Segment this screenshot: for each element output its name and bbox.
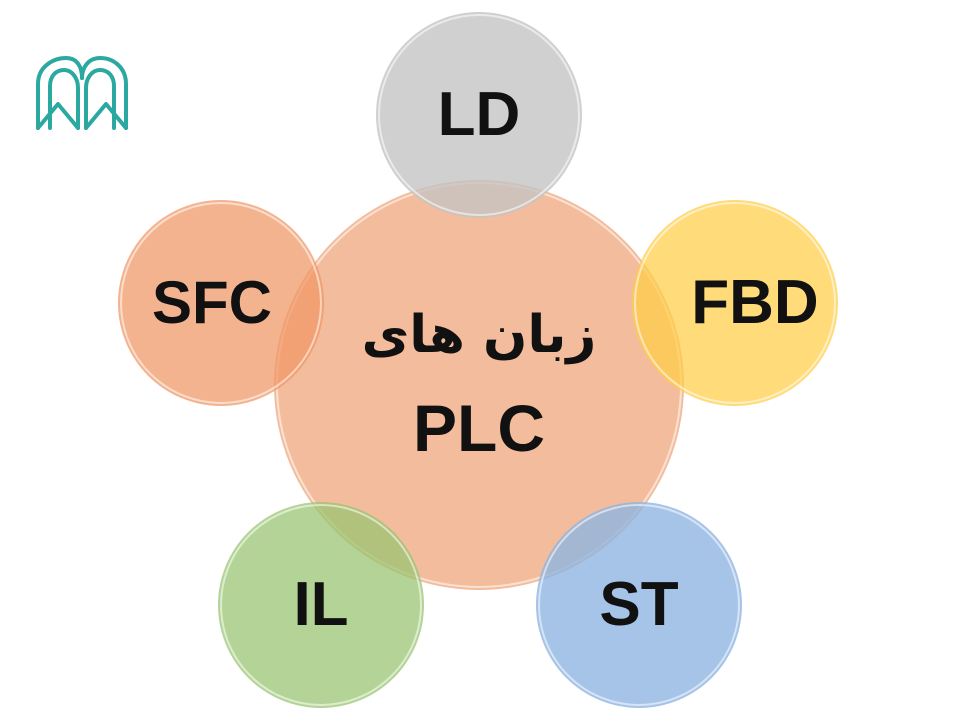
node-fbd-label: FBD (691, 268, 819, 337)
node-il-label: IL (293, 570, 349, 639)
center-title-plc: PLC (413, 391, 545, 465)
teal-arch-logo-icon (36, 56, 128, 130)
node-il: IL (218, 502, 424, 708)
node-ld: LD (376, 12, 582, 218)
node-sfc: SFC (118, 200, 324, 406)
node-fbd: FBD (632, 200, 838, 406)
center-label: زبان های PLC (362, 309, 597, 461)
node-st: ST (536, 502, 742, 708)
center-title-persian: زبان های (361, 305, 597, 365)
node-ld-label: LD (437, 80, 521, 149)
node-sfc-label: SFC (152, 269, 272, 336)
node-st-label: ST (599, 570, 679, 639)
